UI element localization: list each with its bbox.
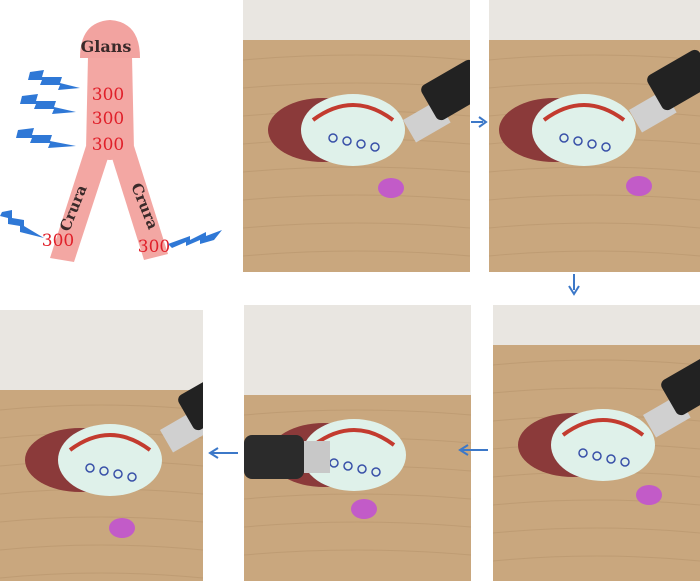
model-node: [573, 136, 583, 146]
model-muscle: [311, 103, 395, 122]
bed-texture: [243, 194, 470, 201]
bed-texture: [493, 499, 700, 506]
shockwave-icon-1: [28, 70, 80, 90]
model-node: [620, 457, 630, 467]
arrow-right-1: [471, 116, 489, 128]
model-node: [606, 454, 616, 464]
target-marker: [626, 176, 652, 196]
photo-scene: [493, 305, 700, 581]
bed-texture: [0, 404, 203, 411]
bed-texture: [489, 166, 700, 173]
wall: [489, 0, 700, 40]
model-node: [127, 472, 137, 482]
photo-scene: [489, 0, 700, 272]
model-node: [328, 133, 338, 143]
model-node: [113, 469, 123, 479]
crura-left-count: 300: [42, 231, 74, 251]
wall: [493, 305, 700, 345]
shockwave-icon-5: [168, 230, 222, 248]
wall: [244, 305, 471, 395]
shockwave-device: [160, 369, 203, 453]
photo-step-2: [489, 0, 700, 272]
shockwave-icon-4: [0, 210, 44, 238]
target-marker: [378, 178, 404, 198]
bed-texture: [489, 54, 700, 61]
bed-texture: [244, 493, 471, 500]
bed-texture: [489, 222, 700, 229]
bed-texture: [0, 544, 203, 551]
device-handle: [178, 369, 203, 431]
shockwave-device: [629, 49, 700, 133]
model-node: [356, 139, 366, 149]
arrow-down: [568, 274, 580, 296]
bed-texture: [244, 521, 471, 528]
model-node: [371, 467, 381, 477]
shaft-count-2: 300: [92, 109, 124, 129]
photo-step-3: [493, 305, 700, 581]
shockwave-icon-3: [16, 128, 76, 148]
device-handle: [421, 59, 470, 121]
model-node: [99, 466, 109, 476]
shaft-count-3: 300: [92, 135, 124, 155]
bed-texture: [244, 549, 471, 556]
model-node: [592, 451, 602, 461]
model-node: [85, 463, 95, 473]
shockwave-device: [244, 435, 330, 479]
model-node: [587, 139, 597, 149]
bed-texture: [244, 409, 471, 416]
bed-texture: [243, 166, 470, 173]
bed-texture: [493, 359, 700, 366]
wall: [243, 0, 470, 40]
crus-left-shape: [50, 146, 108, 262]
model-node: [370, 142, 380, 152]
device-handle: [647, 49, 700, 111]
bed-texture: [489, 250, 700, 257]
arrow-left-1: [458, 444, 488, 456]
bed-texture: [243, 222, 470, 229]
glans-label: Glans: [81, 37, 132, 56]
bed-texture: [0, 516, 203, 523]
model-node: [342, 136, 352, 146]
photo-scene: [244, 305, 471, 581]
crura-right-count: 300: [138, 237, 170, 257]
bed-texture: [0, 572, 203, 579]
model-node: [343, 461, 353, 471]
model-node: [357, 464, 367, 474]
photo-step-1: [243, 0, 470, 272]
photo-scene: [0, 310, 203, 581]
model-node: [601, 142, 611, 152]
target-marker: [636, 485, 662, 505]
model-muscle: [312, 428, 396, 447]
glans-shape: [80, 20, 140, 58]
device-handle: [661, 354, 700, 416]
photo-step-4: [244, 305, 471, 581]
bed-texture: [243, 250, 470, 257]
model-node: [559, 133, 569, 143]
model-node: [578, 448, 588, 458]
photo-step-5: [0, 310, 203, 581]
model-muscle: [68, 433, 152, 452]
device-head: [304, 441, 330, 473]
treatment-diagram: Glans 300 300 300 Crura Crura 300 300: [0, 20, 222, 262]
shockwave-device: [402, 59, 470, 143]
shockwave-icon-2: [20, 94, 76, 114]
bed-texture: [493, 555, 700, 562]
bed-texture: [489, 194, 700, 201]
device-handle: [244, 435, 304, 479]
target-marker: [109, 518, 135, 538]
shockwave-device: [643, 354, 700, 438]
photo-scene: [243, 0, 470, 272]
bed-texture: [493, 527, 700, 534]
crus-right-shape: [112, 146, 168, 260]
shaft-count-1: 300: [92, 85, 124, 105]
model-muscle: [542, 103, 626, 122]
bed-texture: [243, 54, 470, 61]
shaft-shape: [86, 56, 134, 160]
arrow-left-2: [208, 447, 238, 459]
model-muscle: [561, 418, 645, 437]
wall: [0, 310, 203, 390]
target-marker: [351, 499, 377, 519]
